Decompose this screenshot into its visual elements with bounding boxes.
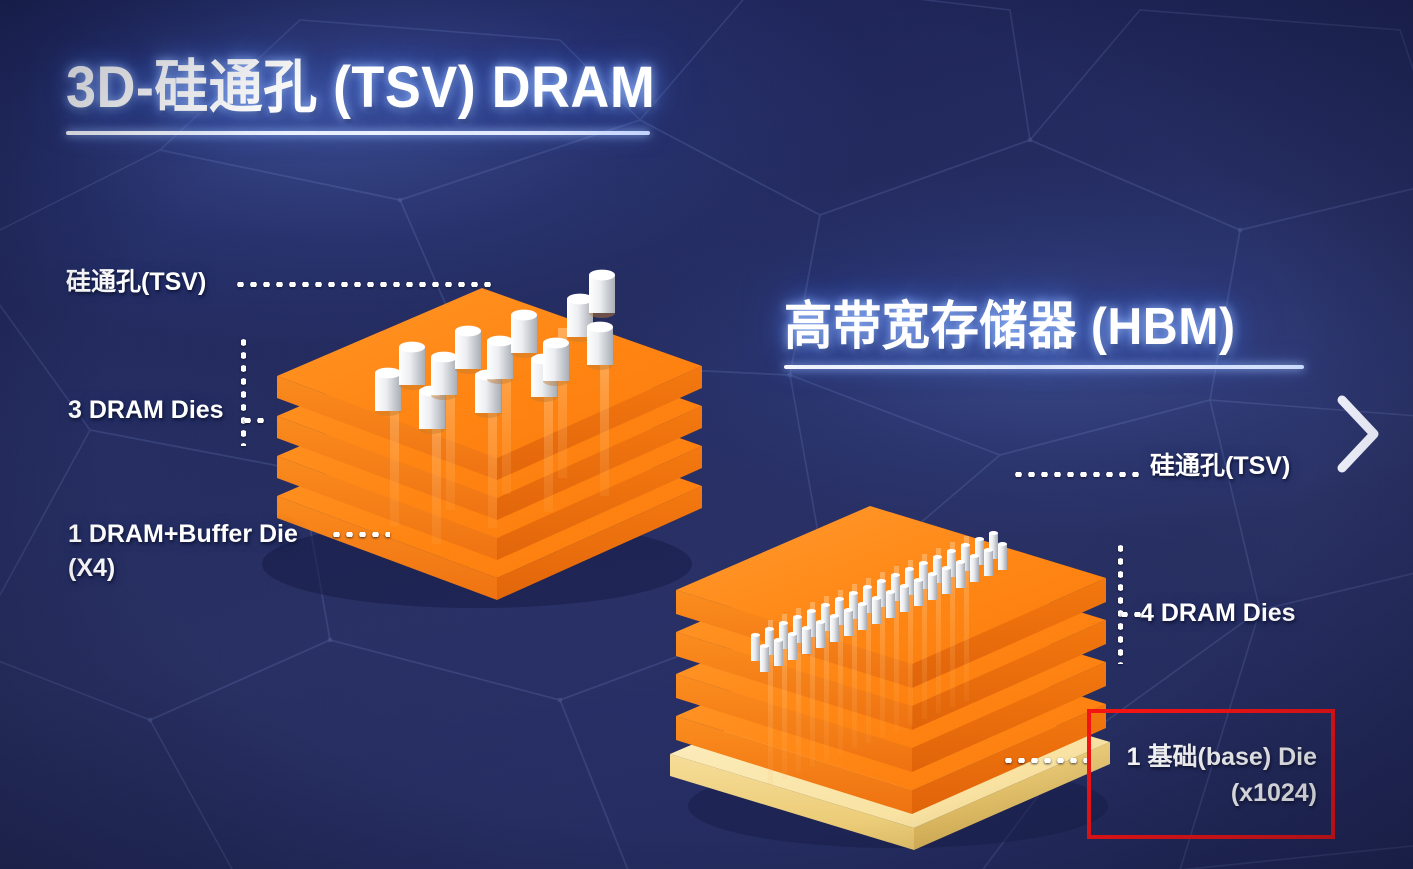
leader-line-buffer-die (330, 532, 390, 537)
page-title-text: 3D-硅通孔 (TSV) DRAM (66, 55, 656, 120)
section-title-hbm: 高带宽存储器 (HBM) (784, 300, 1304, 369)
bracket-right-connector (1118, 612, 1142, 617)
label-tsv-right: 硅通孔(TSV) (1150, 452, 1291, 480)
next-slide-arrow[interactable] (1330, 392, 1386, 476)
chevron-right-icon[interactable] (1330, 392, 1386, 476)
leader-line-base-die (1002, 758, 1088, 763)
page-title-tsv-dram: 3D-硅通孔 (TSV) DRAM (66, 55, 700, 135)
bracket-left-connector (241, 418, 267, 423)
bracket-right-vertical (1118, 542, 1123, 664)
base-die-highlight-box: 1 基础(base) Die (x1024) (1087, 709, 1335, 839)
label-base-die: 1 基础(base) Die (x1024) (1126, 743, 1317, 808)
label-dram-buffer-die: 1 DRAM+Buffer Die (X4) (68, 520, 298, 582)
label-4-dram-dies: 4 DRAM Dies (1140, 599, 1296, 627)
section-underline (784, 364, 1304, 369)
label-tsv-left: 硅通孔(TSV) (66, 268, 207, 296)
section-title-text: 高带宽存储器 (HBM) (784, 298, 1236, 356)
leader-line-tsv-left (234, 282, 496, 287)
title-underline (66, 130, 650, 135)
leader-line-tsv-right (1012, 472, 1142, 477)
bracket-left-vertical (241, 336, 246, 446)
label-3-dram-dies: 3 DRAM Dies (68, 396, 224, 424)
hbm-stack-graphic (648, 424, 1148, 850)
